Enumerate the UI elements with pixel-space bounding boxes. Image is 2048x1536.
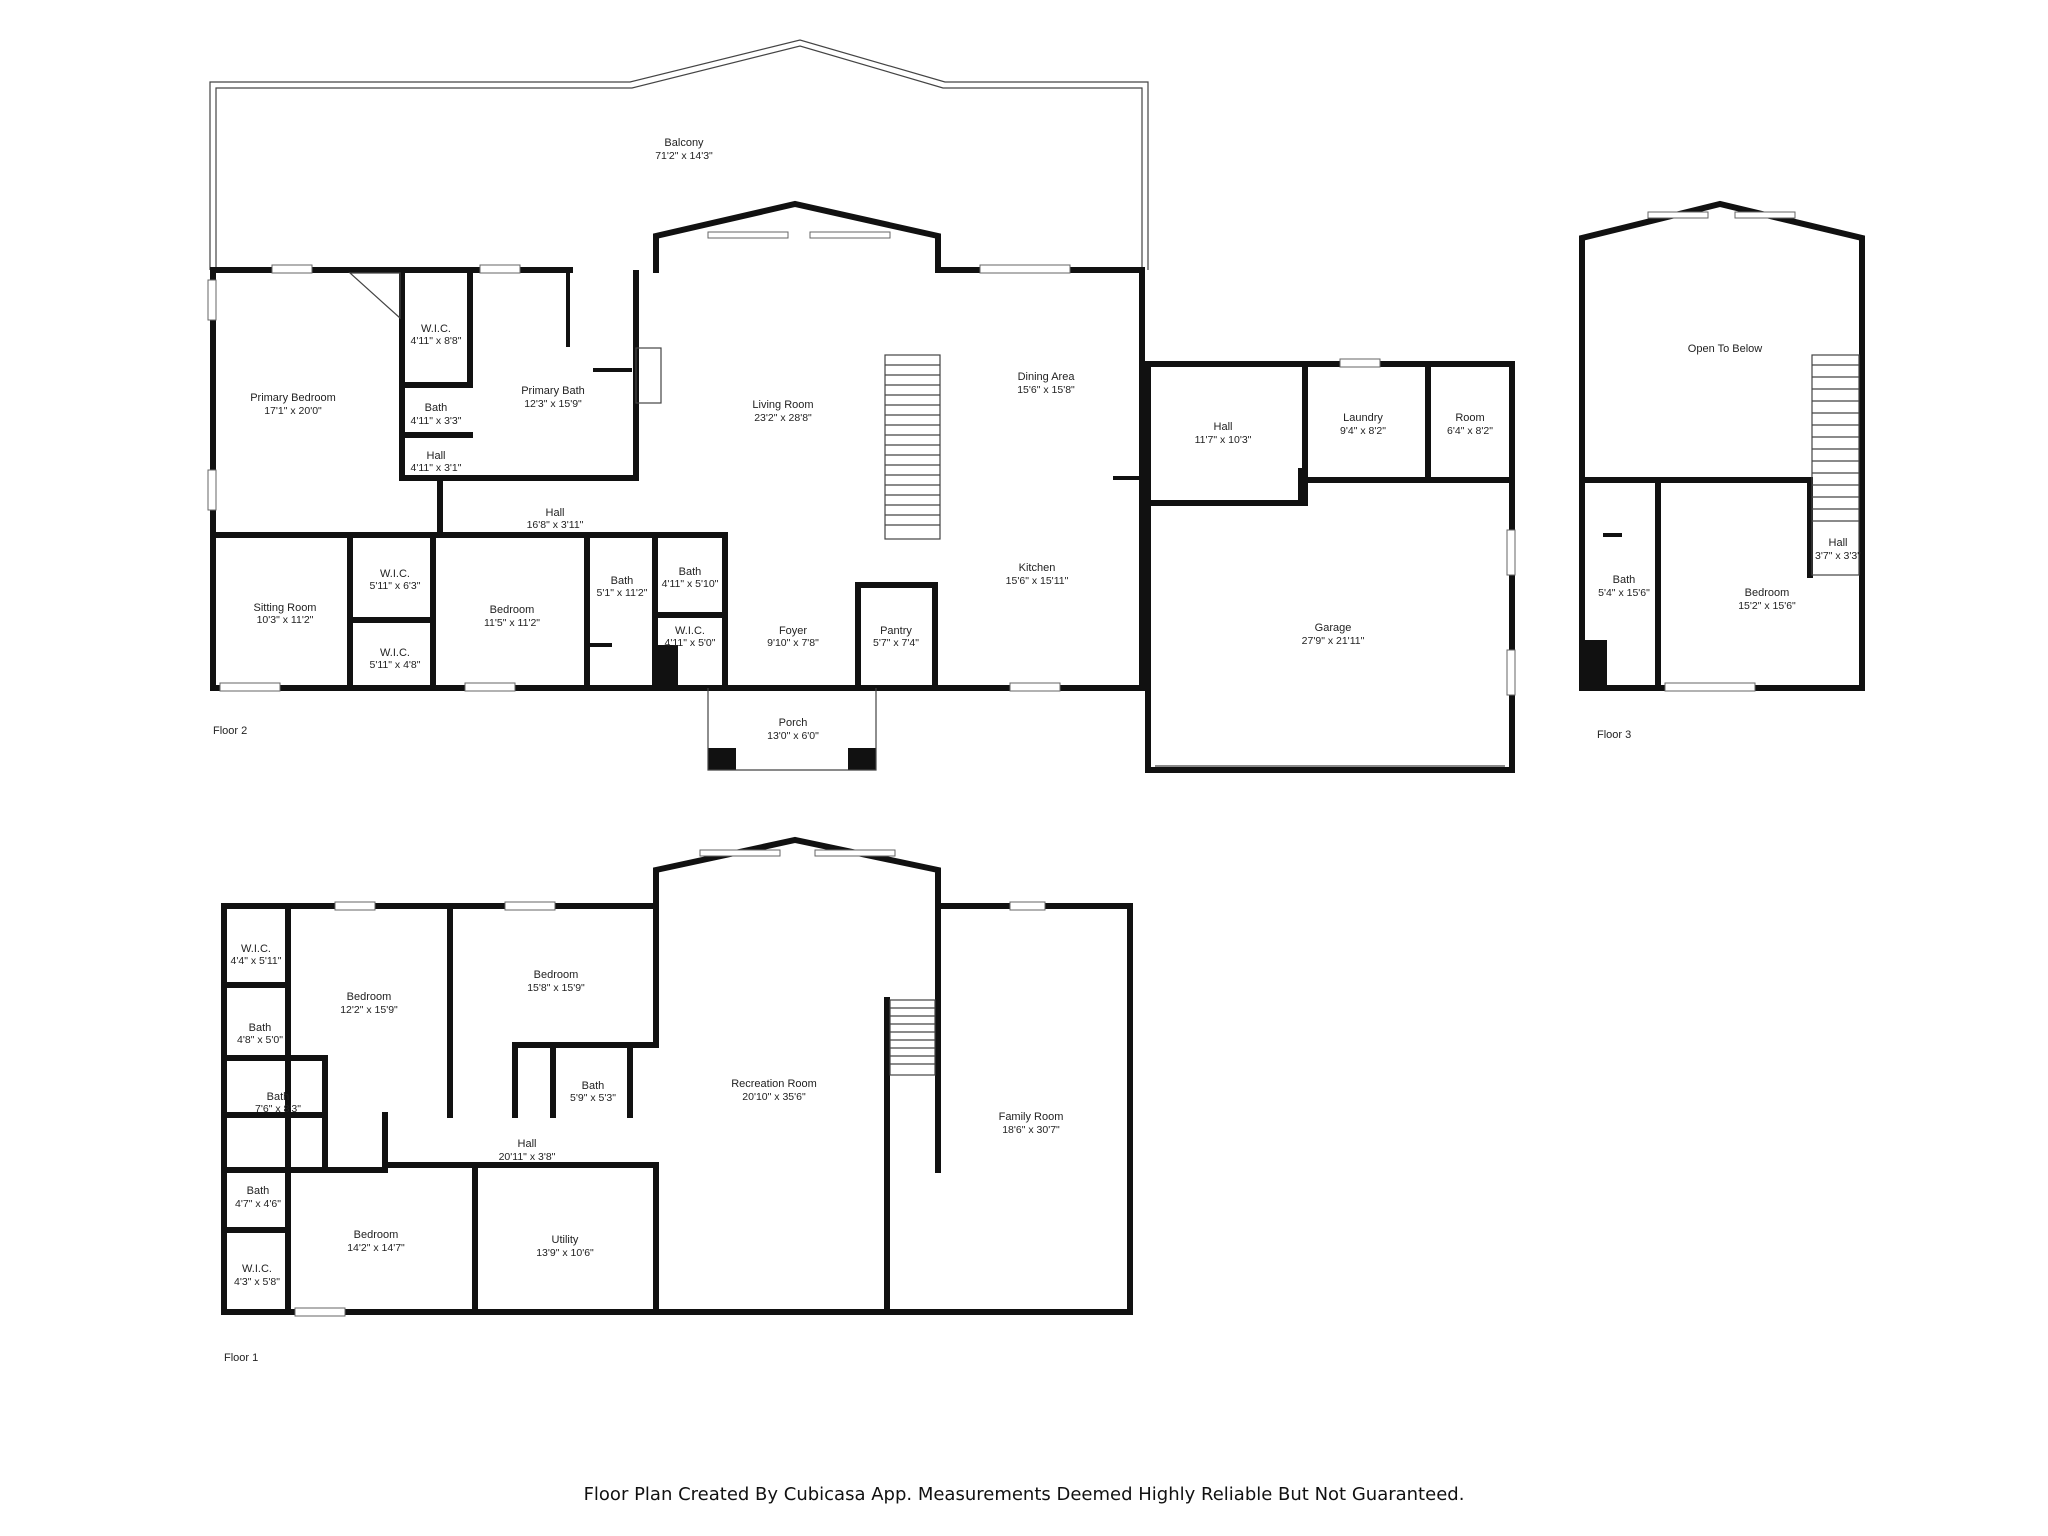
- room-dims-primary-bath: 12'3" x 15'9": [524, 398, 582, 410]
- room-dims-bedroom: 15'2" x 15'6": [1738, 600, 1796, 612]
- room-dims-bath: 5'9" x 5'3": [570, 1092, 616, 1104]
- room-name-wic: W.I.C.: [241, 943, 271, 955]
- room-name-wic: W.I.C.: [242, 1263, 272, 1275]
- room-dims-utility: 13'9" x 10'6": [536, 1247, 594, 1259]
- footer-disclaimer: Floor Plan Created By Cubicasa App. Meas…: [583, 1484, 1465, 1505]
- room-dims-bedroom: 11'5" x 11'2": [484, 617, 540, 629]
- room-name-wic: W.I.C.: [421, 323, 451, 335]
- room-name-bedroom: Bedroom: [490, 604, 535, 616]
- floor-2-stairs: [884, 354, 941, 540]
- floor-3-exterior-wall: [1579, 200, 1865, 691]
- room-dims-porch: 13'0" x 6'0": [767, 730, 819, 742]
- room-dims-family-room: 18'6" x 30'7": [1002, 1124, 1060, 1136]
- room-dims-laundry: 9'4" x 8'2": [1340, 425, 1386, 437]
- room-dims-bedroom: 15'8" x 15'9": [527, 982, 585, 994]
- floor-label-1: Floor 1: [224, 1352, 258, 1364]
- room-dims-hall: 4'11" x 3'1": [411, 462, 462, 474]
- room-dims-bedroom: 14'2" x 14'7": [347, 1242, 405, 1254]
- room-dims-pantry: 5'7" x 7'4": [873, 637, 919, 649]
- room-dims-bedroom: 12'2" x 15'9": [340, 1004, 398, 1016]
- room-name-utility: Utility: [552, 1234, 579, 1246]
- room-dims-wic: 4'4" x 5'11": [231, 955, 282, 967]
- porch-outline: [707, 688, 877, 771]
- room-name-hall: Hall: [518, 1138, 537, 1150]
- room-name-family-room: Family Room: [999, 1111, 1064, 1123]
- room-name-bedroom: Bedroom: [1745, 587, 1790, 599]
- room-name-foyer: Foyer: [779, 625, 807, 637]
- room-name-open-to-below: Open To Below: [1688, 343, 1762, 355]
- room-dims-bath: 4'8" x 5'0": [237, 1034, 283, 1046]
- room-dims-wic: 4'11" x 5'0": [665, 637, 716, 649]
- room-dims-bath: 4'11" x 5'10": [662, 578, 719, 590]
- balcony-outline: [209, 39, 1149, 270]
- floor-3-plan: [1579, 200, 1865, 692]
- room-dims-room: 6'4" x 8'2": [1447, 425, 1493, 437]
- room-name-laundry: Laundry: [1343, 412, 1383, 424]
- room-dims-hall: 20'11" x 3'8": [499, 1151, 556, 1163]
- room-name-porch: Porch: [779, 717, 808, 729]
- room-dims-bath: 4'7" x 4'6": [235, 1198, 281, 1210]
- room-name-sitting-room: Sitting Room: [254, 602, 317, 614]
- room-dims-wic: 4'11" x 8'8": [411, 335, 462, 347]
- room-name-kitchen: Kitchen: [1019, 562, 1056, 574]
- room-dims-bath: 5'1" x 11'2": [597, 587, 648, 599]
- room-dims-living-room: 23'2" x 28'8": [754, 412, 812, 424]
- room-name-hall: Hall: [427, 450, 446, 462]
- room-dims-kitchen: 15'6" x 15'11": [1006, 575, 1069, 587]
- room-name-room: Room: [1455, 412, 1484, 424]
- room-name-bedroom: Bedroom: [347, 991, 392, 1003]
- floor-1-stairs: [889, 999, 936, 1076]
- room-name-bedroom: Bedroom: [534, 969, 579, 981]
- room-name-wic: W.I.C.: [675, 625, 705, 637]
- room-dims-wic: 4'3" x 5'8": [234, 1276, 280, 1288]
- floor-label-2: Floor 2: [213, 725, 247, 737]
- room-dims-bath: 5'4" x 15'6": [1598, 587, 1650, 599]
- room-name-bath: Bath: [267, 1091, 290, 1103]
- room-name-wic: W.I.C.: [380, 568, 410, 580]
- room-name-wic: W.I.C.: [380, 647, 410, 659]
- room-dims-recreation-room: 20'10" x 35'6": [742, 1091, 806, 1103]
- room-name-recreation-room: Recreation Room: [731, 1078, 817, 1090]
- room-dims-dining-area: 15'6" x 15'8": [1017, 384, 1075, 396]
- room-dims-sitting-room: 10'3" x 11'2": [257, 614, 314, 626]
- room-name-hall: Hall: [1829, 537, 1848, 549]
- room-dims-hall: 3'7" x 3'3": [1815, 550, 1861, 562]
- room-name-pantry: Pantry: [880, 625, 912, 637]
- room-dims-bath: 7'6" x 8'3": [255, 1103, 301, 1115]
- room-name-primary-bedroom: Primary Bedroom: [250, 392, 336, 404]
- floor-label-3: Floor 3: [1597, 729, 1631, 741]
- floor-2-plan: [207, 39, 1516, 773]
- room-name-bath: Bath: [247, 1185, 270, 1197]
- room-name-primary-bath: Primary Bath: [521, 385, 585, 397]
- room-name-bath: Bath: [679, 566, 702, 578]
- floor-1-plan: [221, 836, 1133, 1317]
- room-name-bath: Bath: [1613, 574, 1636, 586]
- room-name-garage: Garage: [1315, 622, 1352, 634]
- room-dims-balcony: 71'2" x 14'3": [655, 150, 713, 162]
- room-name-bath: Bath: [249, 1022, 272, 1034]
- room-dims-garage: 27'9" x 21'11": [1302, 635, 1365, 647]
- room-name-hall: Hall: [1214, 421, 1233, 433]
- room-name-hall: Hall: [546, 507, 565, 519]
- room-name-bath: Bath: [425, 402, 448, 414]
- room-name-bath: Bath: [582, 1080, 605, 1092]
- room-name-bedroom: Bedroom: [354, 1229, 399, 1241]
- room-dims-bath: 4'11" x 3'3": [411, 415, 462, 427]
- room-name-dining-area: Dining Area: [1018, 371, 1076, 383]
- floor-3-stairs: [1811, 354, 1860, 576]
- room-name-living-room: Living Room: [752, 399, 813, 411]
- room-dims-wic: 5'11" x 6'3": [370, 580, 421, 592]
- room-name-balcony: Balcony: [664, 137, 704, 149]
- room-name-bath: Bath: [611, 575, 634, 587]
- room-dims-hall: 11'7" x 10'3": [1195, 434, 1252, 446]
- room-dims-primary-bedroom: 17'1" x 20'0": [264, 405, 322, 417]
- room-dims-foyer: 9'10" x 7'8": [767, 637, 819, 649]
- room-dims-hall: 16'8" x 3'11": [527, 519, 584, 531]
- room-dims-wic: 5'11" x 4'8": [370, 659, 421, 671]
